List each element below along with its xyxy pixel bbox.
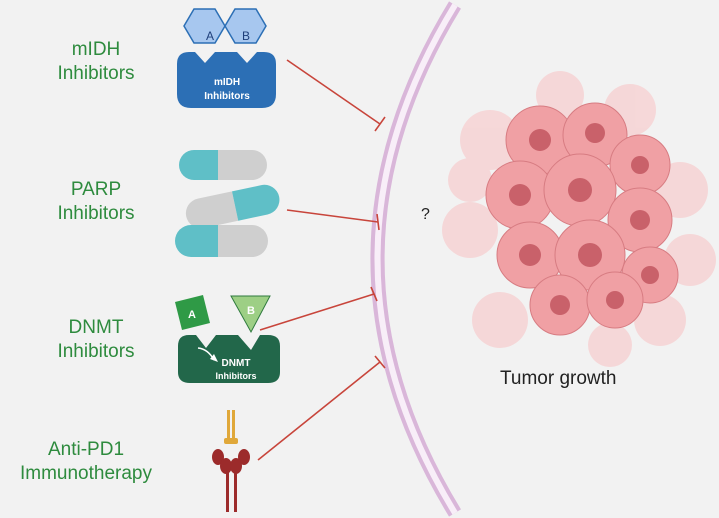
label-midh-line-2: Inhibitors [57, 63, 135, 84]
midh-enzyme-text-2: Inhibitors [204, 91, 250, 102]
capsule-top [179, 150, 267, 180]
pd1-receptor-icon [212, 410, 250, 512]
label-parp-inhibitors: PARP Inhibitors [6, 178, 186, 226]
inhibit-line-dnmt [259, 286, 378, 331]
parp-capsules-icon [175, 150, 280, 257]
unknown-mechanism-question: ? [421, 206, 430, 223]
dnmt-enzyme-icon: A B DNMT Inhibitors [175, 295, 280, 383]
inhibit-line-midh [286, 59, 386, 132]
label-pd1-line-2: Immunotherapy [19, 463, 152, 484]
tumor-cluster-image [442, 71, 716, 367]
substrate-a-hexagon [183, 8, 226, 44]
label-dnmt-line-1: DNMT [68, 317, 124, 338]
label-dnmt-inhibitors: DNMT Inhibitors [6, 316, 186, 364]
label-parp-line-1: PARP [70, 179, 122, 200]
label-midh-inhibitors: mIDH Inhibitors [6, 38, 186, 86]
dnmt-sub-a-text: A [188, 309, 196, 321]
inhibit-line-pd1 [257, 355, 386, 461]
dnmt-enzyme-body [178, 335, 280, 383]
dnmt-enzyme-text-1: DNMT [222, 358, 251, 369]
midh-enzyme-text-1: mIDH [214, 77, 240, 88]
dnmt-sub-b-text: B [247, 305, 255, 317]
midh-enzyme-body [177, 52, 276, 108]
label-pd1-line-1: Anti-PD1 [47, 439, 125, 460]
label-parp-line-2: Inhibitors [57, 203, 135, 224]
midh-sub-a-text: A [206, 29, 214, 43]
substrate-b-hexagon [224, 8, 267, 44]
label-anti-pd1: Anti-PD1 Immunotherapy [0, 438, 176, 486]
dnmt-enzyme-text-2: Inhibitors [216, 371, 257, 381]
substrate-a-square [175, 295, 210, 330]
inhibit-line-parp [286, 209, 380, 231]
cell-membrane [370, 1, 461, 517]
tumor-growth-label: Tumor growth [500, 368, 617, 389]
capsule-bottom [175, 225, 268, 257]
midh-sub-b-text: B [242, 29, 250, 43]
substrate-b-triangle [230, 295, 271, 334]
inhibition-lines [257, 59, 386, 461]
label-midh-line-1: mIDH [71, 39, 121, 60]
midh-enzyme-icon: A B mIDH Inhibitors [177, 8, 276, 108]
label-dnmt-line-2: Inhibitors [57, 341, 135, 362]
capsule-middle [185, 184, 280, 229]
